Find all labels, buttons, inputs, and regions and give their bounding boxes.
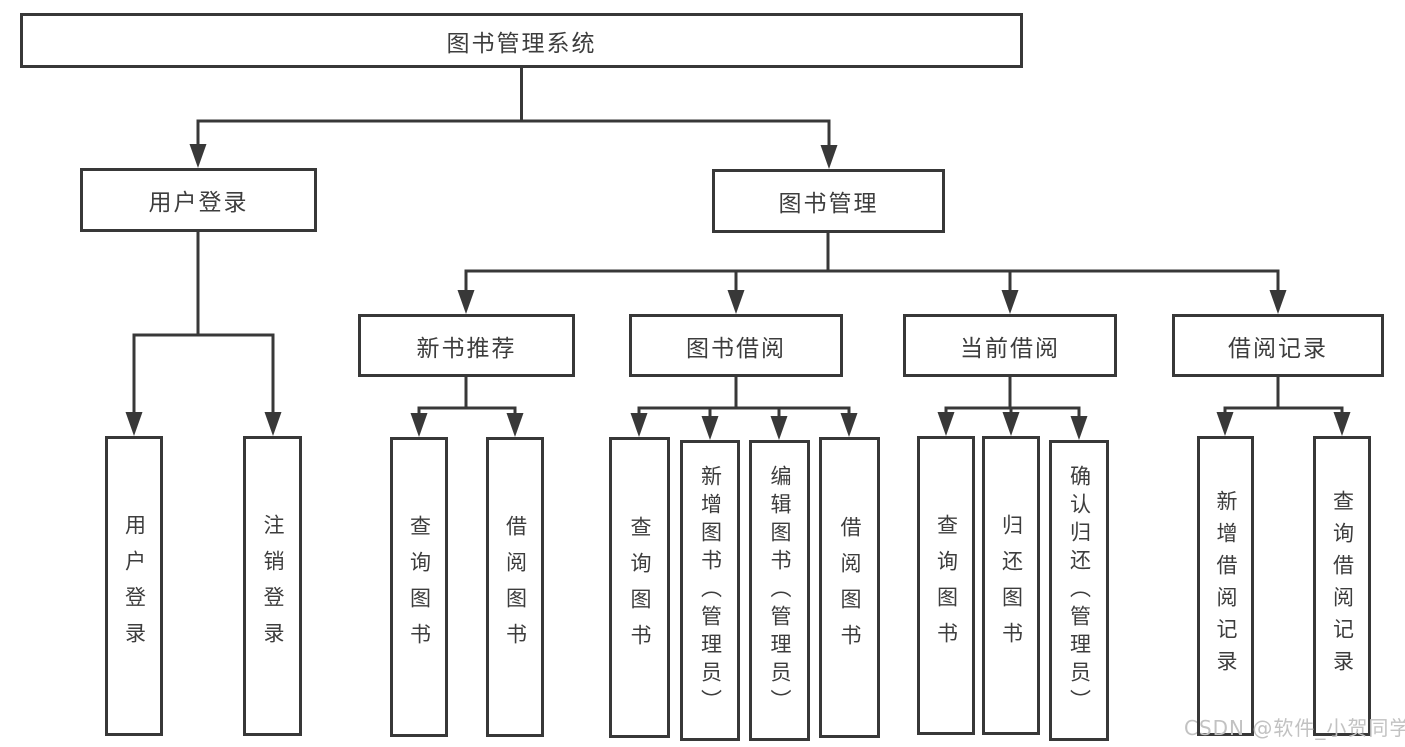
leaf-logout: 注销登录 [243, 436, 302, 736]
node-book-management: 图书管理 [712, 169, 945, 233]
csdn-watermark: CSDN @软件_小贺同学 [1184, 716, 1405, 740]
leaf-return-book: 归还图书 [982, 436, 1040, 735]
leaf-query-book-current: 查询图书 [917, 436, 975, 735]
node-new-book-recommend: 新书推荐 [358, 314, 575, 377]
node-root: 图书管理系统 [20, 13, 1023, 68]
node-borrow-record: 借阅记录 [1172, 314, 1384, 377]
leaf-user-login: 用户登录 [105, 436, 163, 736]
leaf-add-borrow-record: 新增借阅记录 [1197, 436, 1254, 736]
leaf-edit-book-admin: 编辑图书（管理员） [749, 440, 810, 741]
node-current-borrow: 当前借阅 [903, 314, 1117, 377]
leaf-query-book-recommend: 查询图书 [390, 437, 448, 737]
leaf-confirm-return-admin: 确认归还（管理员） [1049, 440, 1109, 741]
leaf-query-borrow-record: 查询借阅记录 [1313, 436, 1371, 736]
leaf-query-book-borrow: 查询图书 [609, 437, 670, 738]
leaf-add-book-admin: 新增图书（管理员） [680, 440, 740, 741]
leaf-borrow-book-recommend: 借阅图书 [486, 437, 544, 737]
leaf-borrow-book: 借阅图书 [819, 437, 880, 738]
node-user-login: 用户登录 [80, 168, 317, 232]
node-book-borrow: 图书借阅 [629, 314, 843, 377]
